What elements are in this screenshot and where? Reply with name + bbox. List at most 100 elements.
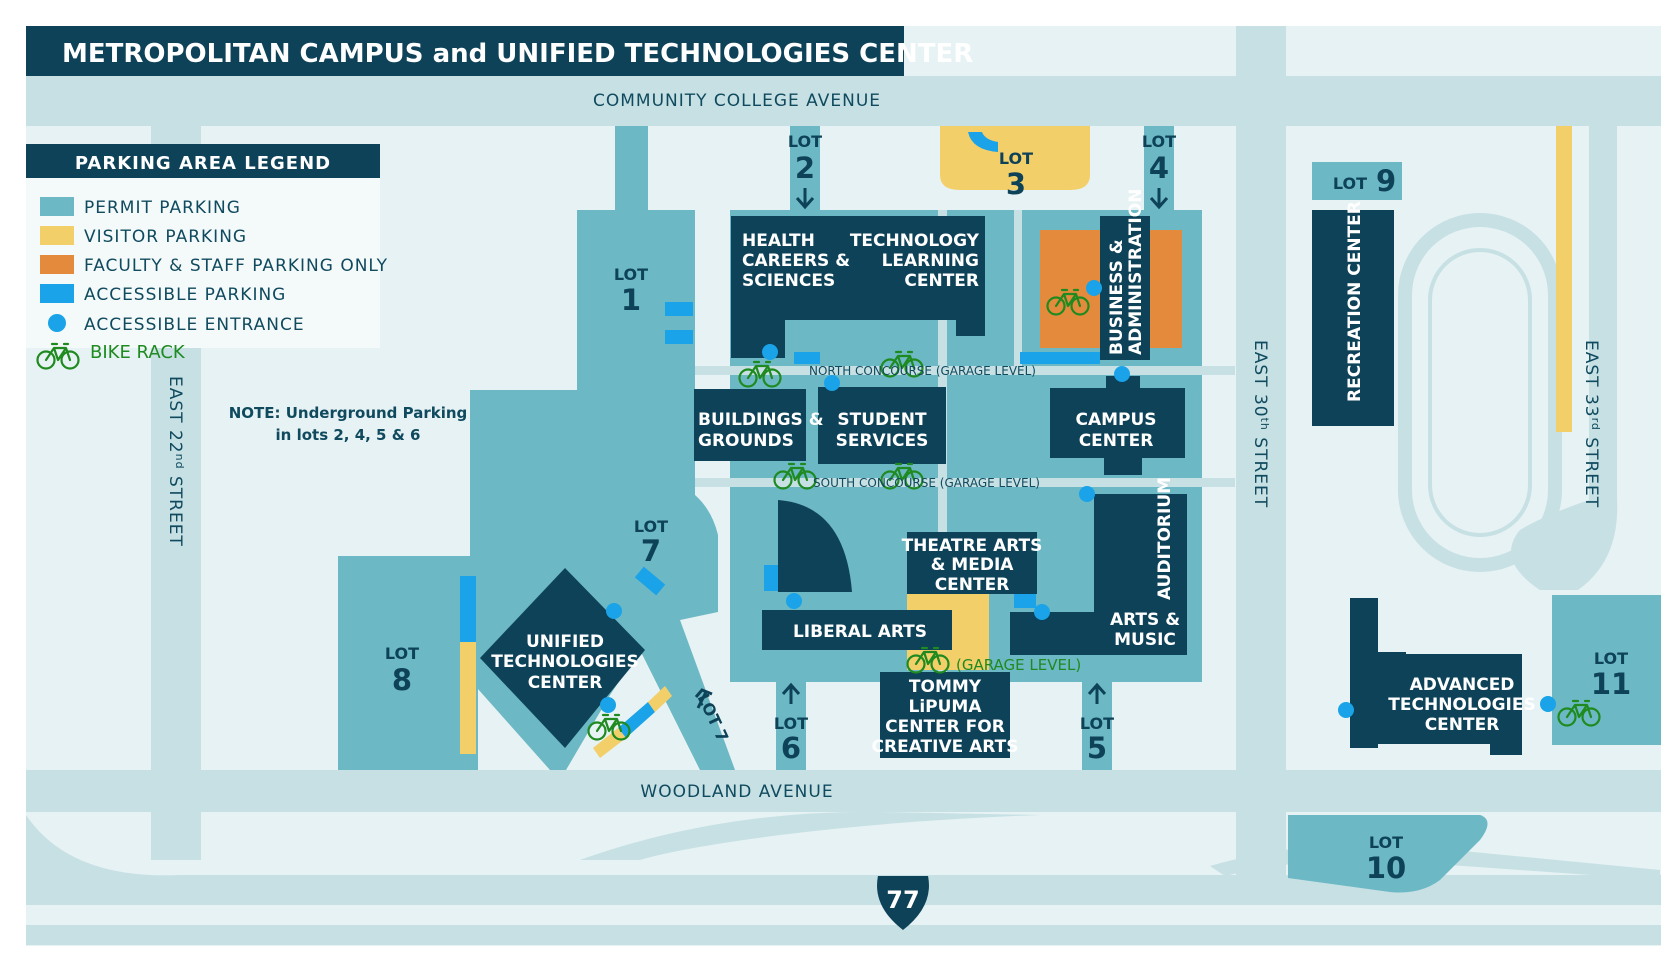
label-campus-center-1: CAMPUS <box>1075 410 1156 430</box>
lot-8-accessible <box>460 576 476 642</box>
label-liberal-arts: LIBERAL ARTS <box>793 622 927 642</box>
advanced-technologies-building <box>1350 598 1522 755</box>
buildings <box>480 210 1522 758</box>
label-student-services-2: SERVICES <box>836 431 929 451</box>
label-health-2: CAREERS & <box>742 251 850 271</box>
label-business-2: ADMINISTRATION <box>1126 189 1146 355</box>
recreation-center-building <box>1312 210 1394 426</box>
label-theatre-3: CENTER <box>935 575 1010 595</box>
liberal-arts-building <box>762 610 952 650</box>
label-unified-2: TECHNOLOGIES <box>491 652 638 672</box>
legend-item-permit: PERMIT PARKING <box>84 198 241 218</box>
label-tommy-1: TOMMY <box>909 677 982 697</box>
interstate-number: 77 <box>886 886 919 914</box>
lot-arrows <box>694 188 1169 709</box>
lot-10-number: 10 <box>1366 851 1406 885</box>
lot-7-word: LOT <box>634 517 668 536</box>
buildings-grounds-building <box>694 389 806 461</box>
label-student-services-1: STUDENT <box>837 410 927 430</box>
lot-5-word: LOT <box>1080 714 1114 733</box>
liberal-arts-wing <box>778 500 852 592</box>
lot-11-area <box>1552 595 1661 745</box>
lot-5-number: 5 <box>1087 731 1107 765</box>
lot-2-word: LOT <box>788 132 822 151</box>
label-buildings-grounds-1: BUILDINGS & <box>698 410 824 430</box>
label-theatre-1: THEATRE ARTS <box>902 536 1043 556</box>
title-bar <box>26 26 904 76</box>
label-north-concourse: NORTH CONCOURSE (GARAGE LEVEL) <box>809 364 1036 378</box>
south-concourse <box>695 478 1235 487</box>
label-health-1: HEALTH <box>742 231 815 251</box>
lot-8-word: LOT <box>385 644 419 663</box>
lot-11-number: 11 <box>1591 667 1631 701</box>
accessible-parking-8 <box>618 702 655 738</box>
lot-8-number: 8 <box>392 663 412 697</box>
accessible-parking-6 <box>764 565 778 591</box>
road-label-community-college: COMMUNITY COLLEGE AVENUE <box>593 91 881 111</box>
lot-4-word: LOT <box>1142 132 1176 151</box>
accessible-parking-4 <box>794 352 820 364</box>
visitor-parking-strip <box>1556 126 1572 432</box>
accessible-entrances <box>600 280 1556 718</box>
legend-item-accessible: ACCESSIBLE PARKING <box>84 285 286 305</box>
lot-2-number: 2 <box>795 151 815 185</box>
label-unified-1: UNIFIED <box>526 632 604 652</box>
label-tech-1: TECHNOLOGY <box>850 231 980 251</box>
label-advanced-3: CENTER <box>1425 715 1500 735</box>
label-arts-music-2: MUSIC <box>1114 630 1176 650</box>
label-recreation-center: RECREATION CENTER <box>1345 201 1365 402</box>
road-label-east-30th: EAST 30th STREET <box>1250 340 1271 508</box>
legend-swatch-faculty <box>40 255 74 274</box>
campus-center-building <box>1050 376 1185 475</box>
lot-8-area <box>338 556 478 770</box>
visitor-parking-ramp <box>648 686 672 712</box>
label-buildings-grounds-2: GROUNDS <box>698 431 794 451</box>
label-tech-2: LEARNING <box>882 251 979 271</box>
lot-4-number: 4 <box>1149 151 1169 185</box>
label-advanced-1: ADVANCED <box>1410 675 1515 695</box>
road-label-east-33rd: EAST 33rd STREET <box>1581 340 1602 508</box>
legend-item-faculty: FACULTY & STAFF PARKING ONLY <box>84 256 388 276</box>
lot-6-word: LOT <box>774 714 808 733</box>
theatre-building <box>907 532 1037 594</box>
legend-swatch-accessible <box>40 284 74 303</box>
lot-7-number: 7 <box>641 534 661 568</box>
legend-item-visitor: VISITOR PARKING <box>84 227 247 247</box>
lot-3-word: LOT <box>999 149 1033 168</box>
interstate-shield-icon: 77 <box>877 876 929 930</box>
label-south-concourse: SOUTH CONCOURSE (GARAGE LEVEL) <box>813 476 1040 490</box>
legend-body <box>26 178 380 348</box>
east-33rd-street <box>1511 126 1618 590</box>
label-tech-3: CENTER <box>904 271 979 291</box>
accessible-parking-2 <box>665 330 693 344</box>
road-label-east-22nd: EAST 22nd STREET <box>165 376 186 547</box>
accessible-entrance-10 <box>1338 702 1354 718</box>
east-30th-street <box>1236 26 1286 876</box>
lot-1-number: 1 <box>621 283 641 317</box>
accessible-entrance-9 <box>600 697 616 713</box>
lot-9-number: 9 <box>1376 164 1396 198</box>
label-campus-center-2: CENTER <box>1079 431 1154 451</box>
woodland-avenue <box>26 770 1661 812</box>
label-auditorium: AUDITORIUM <box>1155 477 1175 600</box>
label-unified-3: CENTER <box>528 673 603 693</box>
lot-1-word: LOT <box>614 265 648 284</box>
lot-6-number: 6 <box>781 731 801 765</box>
lot-11-word: LOT <box>1594 649 1628 668</box>
visitor-parking-ramp-2 <box>593 728 626 758</box>
accessible-entrance-5 <box>1079 486 1095 502</box>
accessible-entrance-4 <box>1114 366 1130 382</box>
legend-item-entrance: ACCESSIBLE ENTRANCE <box>84 315 305 335</box>
note-line-1: NOTE: Underground Parking <box>229 404 468 422</box>
label-tommy-3: CENTER FOR <box>885 717 1005 737</box>
north-concourse <box>695 366 1235 375</box>
legend-swatch-permit <box>40 197 74 216</box>
accessible-parking-7 <box>1014 594 1036 608</box>
legend-title: PARKING AREA LEGEND <box>75 153 331 174</box>
label-advanced-2: TECHNOLOGIES <box>1388 695 1535 715</box>
accessible-entrance-2 <box>762 344 778 360</box>
tommy-lipuma-building <box>880 672 1010 758</box>
label-health-3: SCIENCES <box>742 271 835 291</box>
accessible-parking-5 <box>1020 352 1100 364</box>
